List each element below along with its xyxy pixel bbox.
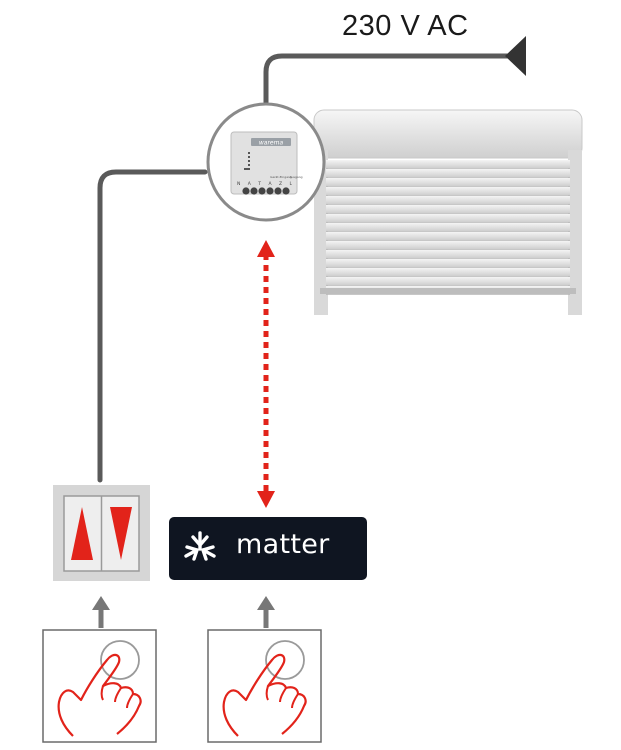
shutter-slat — [326, 205, 570, 213]
shutter-slat — [326, 259, 570, 267]
actuator-status-dots — [244, 152, 250, 170]
shutter-slat — [326, 196, 570, 204]
up-down-wall-switch-icon — [53, 485, 150, 581]
wireless-link-arrow — [257, 240, 275, 508]
switch-wire — [97, 169, 208, 483]
matter-badge — [169, 517, 367, 580]
finger-press-icon — [207, 629, 322, 743]
shutter-slat — [326, 169, 570, 177]
shutter-slat — [326, 187, 570, 195]
actuator-terminal-labels: N A T A Z L — [237, 181, 295, 187]
shutter-slat — [326, 277, 570, 285]
actuator-terminal-group-1: Gerät-Eingang — [270, 175, 292, 179]
press-arrow-matter — [257, 596, 275, 628]
actuator-terminals — [242, 187, 290, 195]
actuator-terminal-group-2: Ausgang — [289, 175, 302, 179]
shutter-slat — [326, 223, 570, 231]
power-supply-label: 230 V AC — [342, 10, 469, 42]
matter-wordmark: matter — [236, 529, 330, 560]
power-terminal-arrow — [505, 36, 526, 76]
shutter-slat — [326, 241, 570, 249]
shutter-slat — [326, 214, 570, 222]
power-wire — [263, 36, 526, 107]
flush-mount-actuator-icon: warema Gerät-Eingang Ausgang N A T A Z L — [206, 102, 326, 222]
shutter-slat — [326, 160, 570, 168]
up-arrow-icon — [71, 507, 93, 560]
down-arrow-icon — [110, 507, 132, 560]
shutter-slat — [326, 232, 570, 240]
actuator-brand: warema — [259, 140, 284, 147]
shutter-slat — [326, 268, 570, 276]
finger-press-icon — [42, 629, 157, 743]
press-arrow-switch — [92, 596, 110, 628]
shutter-slat — [326, 250, 570, 258]
roller-shutter-icon — [313, 109, 583, 315]
shutter-slat — [326, 178, 570, 186]
matter-logo-icon — [184, 531, 216, 561]
